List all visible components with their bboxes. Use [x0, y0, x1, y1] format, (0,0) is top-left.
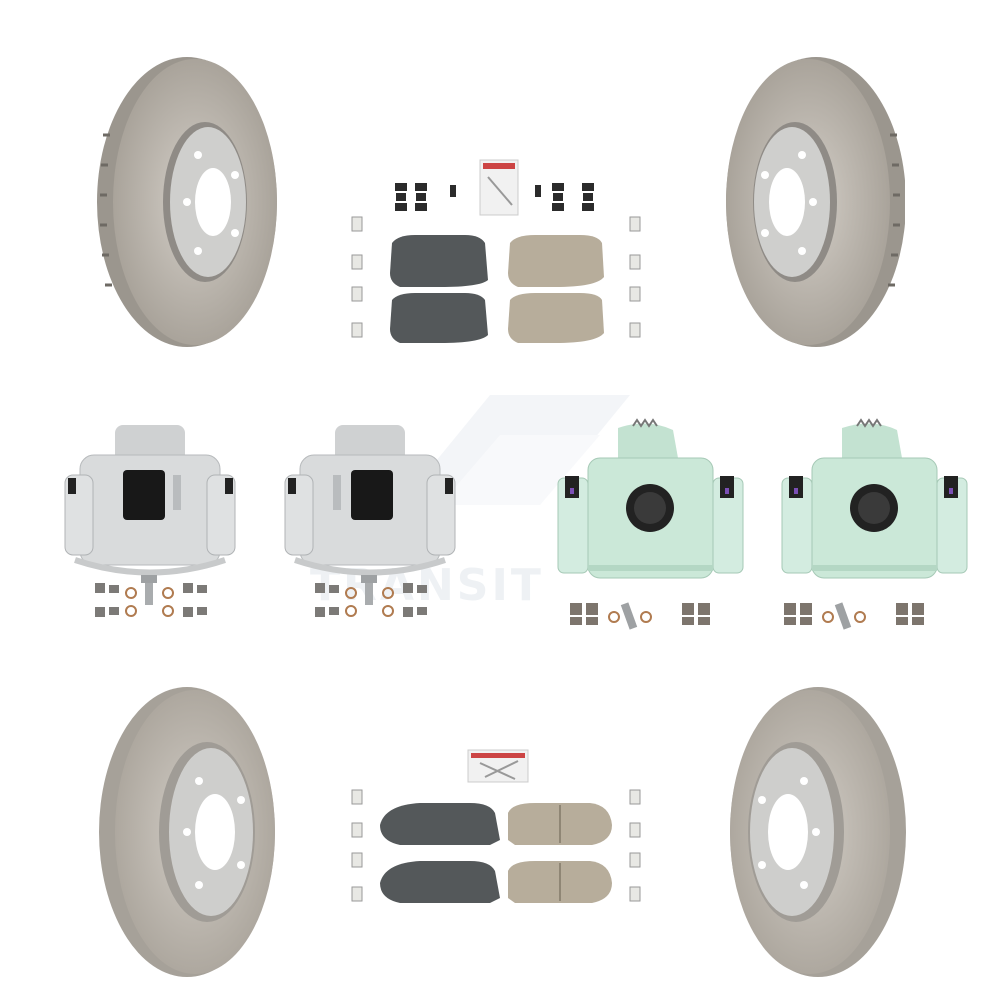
solid-rotor-bottom-right: [730, 687, 906, 977]
rear-caliper-green-left: [557, 418, 744, 630]
front-caliper-silver-right: [284, 425, 456, 617]
vented-rotor-top-right: [726, 57, 905, 347]
front-brake-pad-set: [351, 749, 641, 903]
rear-caliper-green-right: [781, 418, 968, 630]
front-caliper-silver-left: [64, 425, 236, 617]
vented-rotor-top-left: [97, 57, 277, 347]
rear-brake-pad-set: [351, 159, 641, 343]
solid-rotor-bottom-left: [99, 687, 275, 977]
